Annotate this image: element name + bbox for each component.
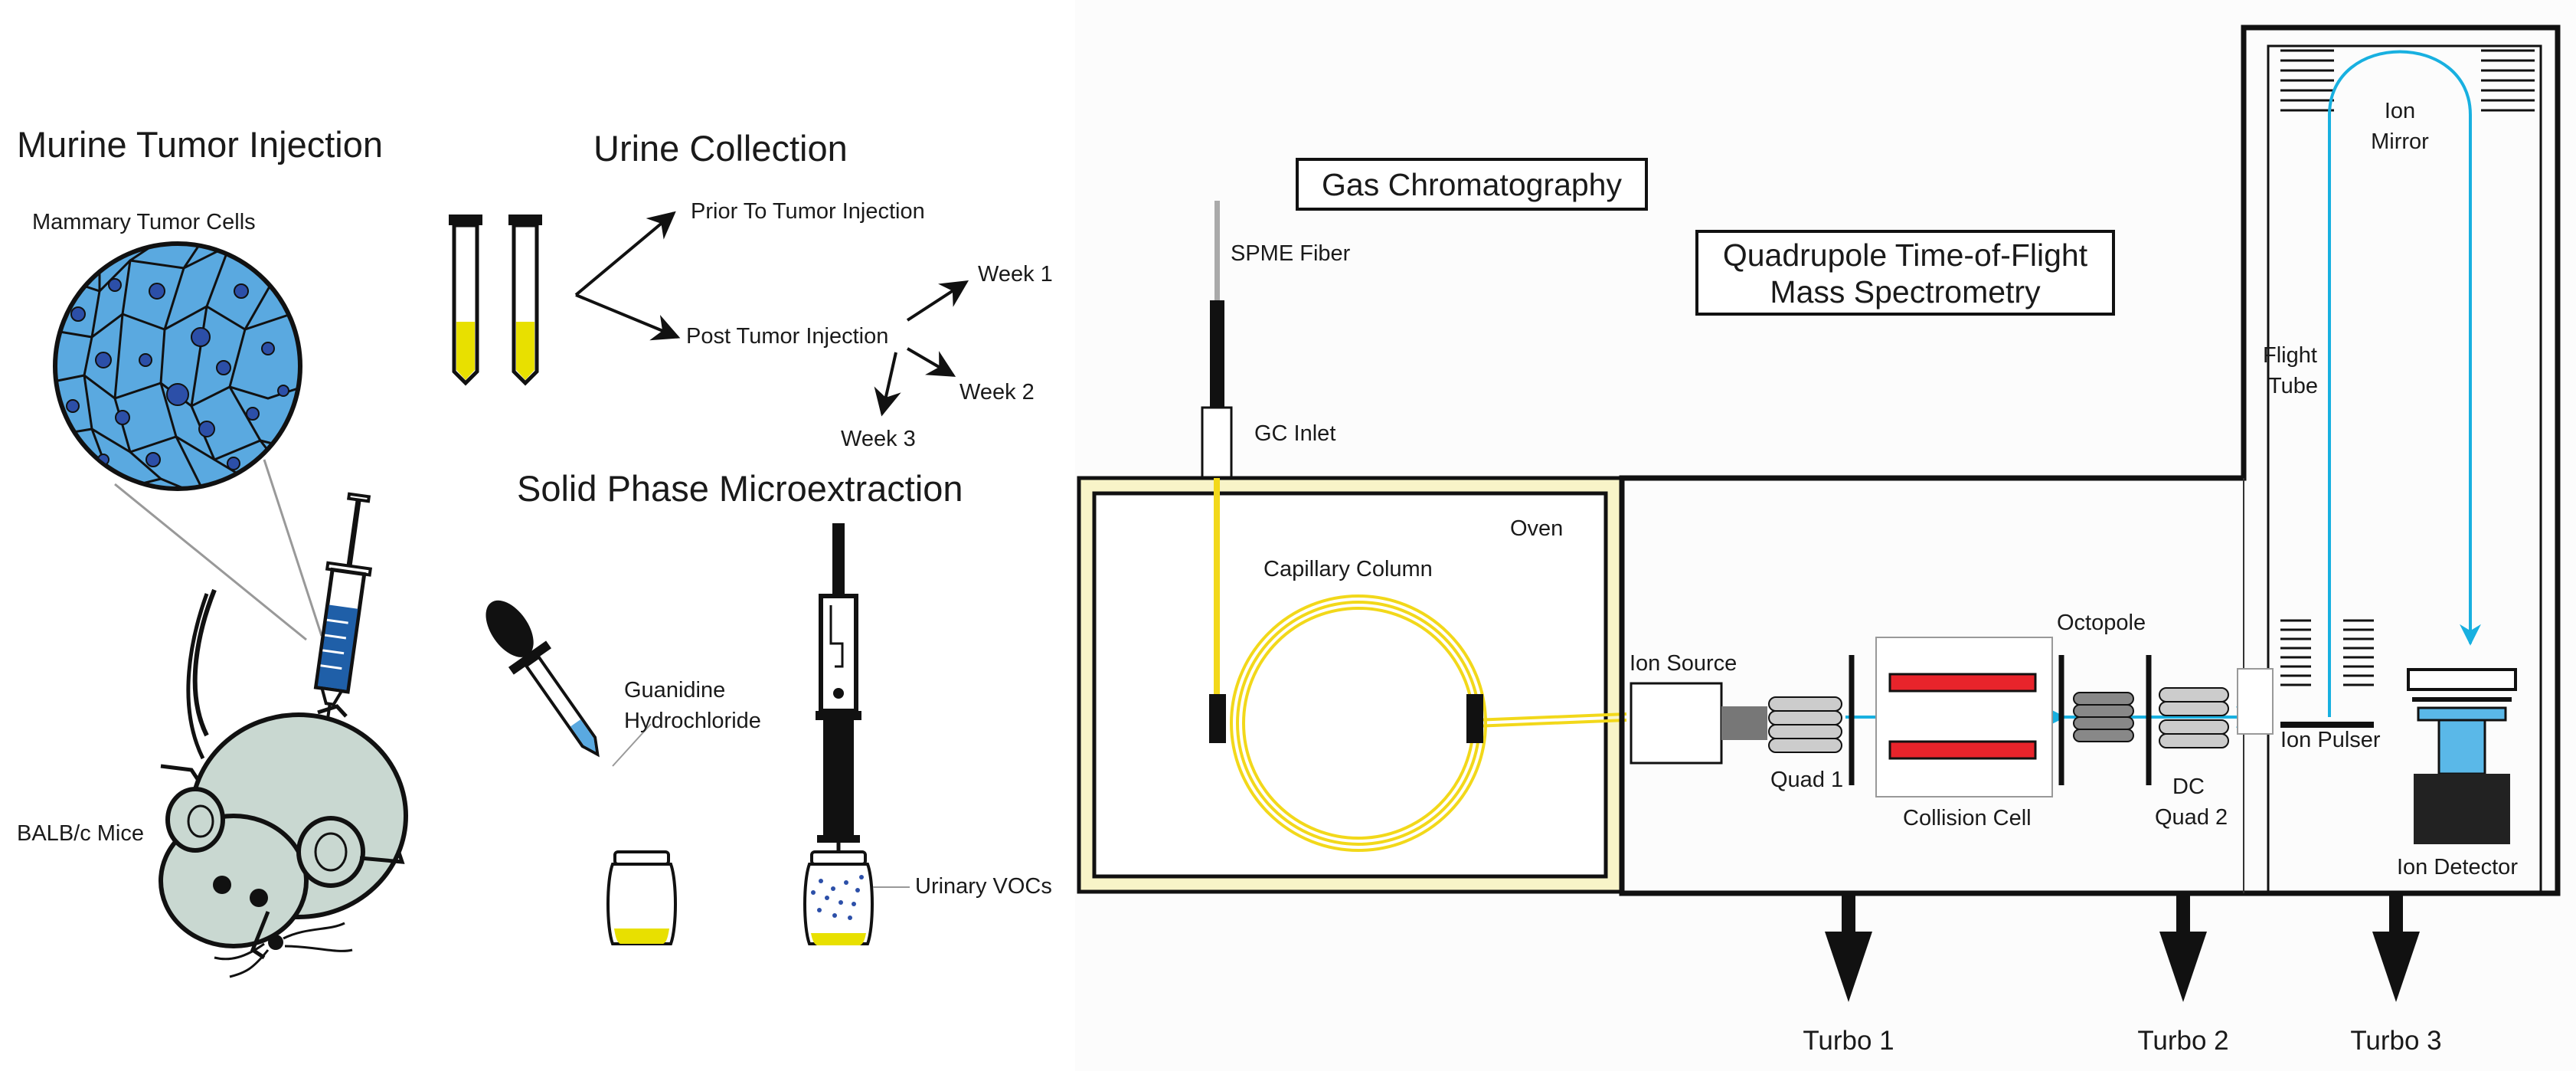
ms-title-box [1695, 230, 2115, 316]
tumor-cells-icon [53, 241, 302, 491]
column-connector [1209, 694, 1226, 743]
turbo2-label: Turbo 2 [2137, 1026, 2228, 1056]
gc-inlet-icon [1201, 406, 1233, 480]
syringe-icon [313, 492, 373, 731]
reagent-label-1: Guanidine [624, 678, 725, 703]
octopole-icon [2073, 692, 2134, 742]
spme-needle-icon [1210, 300, 1224, 408]
dc-quad2-label-2: Quad 2 [2155, 805, 2228, 830]
turbo3-arrow [2372, 893, 2420, 1002]
arrow-prior [574, 211, 676, 296]
zoom-line [263, 459, 323, 637]
column-connector [1466, 694, 1483, 743]
arrow-week3 [874, 352, 901, 417]
ion-source-icon [1630, 682, 1767, 765]
arrow-post [575, 293, 681, 341]
ion-detector-icon [2407, 668, 2517, 844]
ion-mirror-label-2: Mirror [2371, 129, 2429, 154]
mice-label: BALB/c Mice [17, 821, 144, 846]
collision-rod [1888, 740, 2037, 760]
week2-label: Week 2 [959, 380, 1035, 404]
dropper-icon [485, 600, 600, 758]
mouse-icon [159, 588, 408, 978]
urine-title: Urine Collection [593, 128, 848, 169]
turbo1-arrow [1825, 893, 1872, 1002]
ion-pulser-grids [2280, 619, 2374, 686]
vial-icon [803, 850, 874, 945]
dc-quad2-label-1: DC [2172, 775, 2205, 799]
reagent-label-2: Hydrochloride [624, 709, 761, 733]
capillary-column-label: Capillary Column [1263, 557, 1433, 581]
gc-title-box [1296, 158, 1648, 211]
arrow-week1 [906, 280, 969, 322]
spme-fiber-icon [1214, 201, 1220, 300]
gc-title: Gas Chromatography [1322, 167, 1622, 202]
oven-inner [1092, 491, 1608, 879]
spme-fiber-label: SPME Fiber [1231, 241, 1351, 266]
turbo2-arrow [2159, 893, 2207, 1002]
vial-icon [606, 850, 677, 945]
quad1-icon [1768, 696, 1842, 753]
ms-title-line1: Quadrupole Time-of-Flight [1723, 237, 2088, 273]
collision-cell-box [1875, 637, 2053, 798]
cells-label: Mammary Tumor Cells [32, 210, 256, 234]
arrow-week2 [906, 347, 956, 377]
reagent-pointer [612, 723, 652, 767]
spme-title: Solid Phase Microextraction [517, 468, 963, 509]
spme-holder-icon [816, 523, 861, 873]
oven-label: Oven [1510, 516, 1563, 541]
gc-inlet-label: GC Inlet [1254, 421, 1335, 446]
vocs-label: Urinary VOCs [915, 874, 1052, 899]
week3-label: Week 3 [841, 427, 916, 451]
turbo3-label: Turbo 3 [2350, 1026, 2441, 1056]
turbo1-label: Turbo 1 [1803, 1026, 1894, 1056]
post-label: Post Tumor Injection [686, 324, 888, 349]
murine-title: Murine Tumor Injection [17, 124, 383, 165]
urine-tube-icon [508, 215, 542, 386]
octopole-label: Octopole [2057, 611, 2146, 635]
week1-label: Week 1 [978, 262, 1053, 287]
flight-tube [2267, 44, 2542, 893]
ion-pulser-label: Ion Pulser [2280, 728, 2381, 752]
ms-title-line2: Mass Spectrometry [1770, 274, 2041, 310]
prior-label: Prior To Tumor Injection [691, 199, 925, 224]
collision-rod [1888, 673, 2037, 693]
ion-pulser-housing [2237, 668, 2274, 735]
quad1-label: Quad 1 [1770, 768, 1843, 792]
flight-tube-label-1: Flight [2263, 343, 2317, 368]
ion-mirror-label-1: Ion [2385, 99, 2415, 123]
dc-quad2-icon [2159, 687, 2229, 748]
ion-flight-path [2328, 50, 2481, 717]
ion-detector-label: Ion Detector [2397, 855, 2518, 879]
flight-tube-label-2: Tube [2268, 374, 2318, 398]
urine-tube-icon [449, 215, 482, 386]
ion-source-label: Ion Source [1630, 651, 1737, 676]
zoom-line [114, 483, 307, 641]
collision-cell-label: Collision Cell [1903, 806, 2032, 830]
ion-mirror-plates [2280, 49, 2535, 112]
